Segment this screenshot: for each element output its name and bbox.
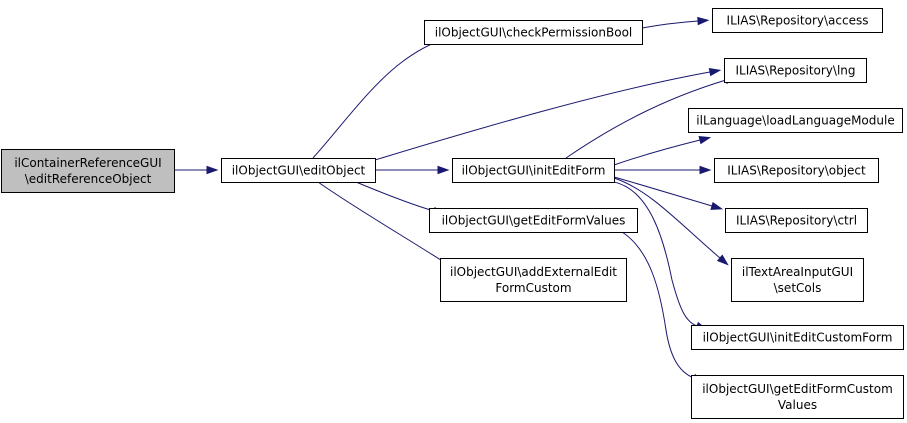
edge-line bbox=[312, 39, 443, 159]
node-getEditFormValues[interactable]: ilObjectGUI\getEditFormValues bbox=[429, 208, 638, 233]
edge-line bbox=[613, 177, 721, 259]
edge-line bbox=[613, 139, 701, 166]
node-label: ilTextAreaInputGUI bbox=[742, 265, 853, 279]
node-box bbox=[712, 8, 883, 33]
edge-editObject-to-initEditForm bbox=[375, 165, 450, 175]
node-access[interactable]: ILIAS\Repository\access bbox=[712, 8, 883, 33]
node-box bbox=[731, 258, 864, 302]
node-label: ilObjectGUI\editObject bbox=[232, 164, 366, 178]
node-object[interactable]: ILIAS\Repository\object bbox=[714, 158, 879, 183]
edge-getEditFormValues-to-getEditFormCustomValues bbox=[621, 231, 705, 383]
arrowhead bbox=[710, 201, 724, 210]
edge-checkPermissionBool-to-access bbox=[641, 16, 710, 29]
node-box bbox=[724, 58, 867, 83]
node-box bbox=[440, 258, 627, 302]
arrowhead bbox=[699, 165, 712, 175]
edge-line bbox=[621, 231, 695, 379]
edge-editObject-to-lng bbox=[374, 67, 722, 161]
node-box bbox=[725, 208, 868, 233]
node-box bbox=[691, 375, 904, 419]
edge-line bbox=[374, 71, 711, 161]
edge-initEditForm-to-setCols bbox=[613, 177, 729, 266]
node-ctrl[interactable]: ILIAS\Repository\ctrl bbox=[725, 208, 868, 233]
node-label: ILIAS\Repository\access bbox=[727, 14, 869, 28]
node-box bbox=[452, 158, 615, 183]
node-editObject[interactable]: ilObjectGUI\editObject bbox=[221, 158, 376, 183]
edge-editObject-to-checkPermissionBool bbox=[312, 36, 453, 159]
node-box bbox=[691, 325, 904, 350]
node-label: ilObjectGUI\checkPermissionBool bbox=[435, 26, 633, 40]
node-box bbox=[688, 108, 903, 133]
edge-editReferenceObject-to-editObject bbox=[174, 165, 219, 175]
node-label: \editReferenceObject bbox=[25, 172, 152, 186]
node-editReferenceObject[interactable]: ilContainerReferenceGUI \editReferenceObj… bbox=[1, 149, 175, 193]
arrowhead bbox=[437, 165, 450, 175]
node-label: ILIAS\Repository\lng bbox=[735, 64, 855, 78]
node-label: ilObjectGUI\getEditFormValues bbox=[442, 214, 626, 228]
node-label: \setCols bbox=[774, 281, 822, 295]
edge-line bbox=[565, 79, 727, 159]
node-box bbox=[424, 20, 643, 45]
node-label: ilObjectGUI\initEditCustomForm bbox=[703, 331, 893, 345]
node-label: ilObjectGUI\initEditForm bbox=[462, 164, 606, 178]
arrowhead bbox=[206, 165, 219, 175]
node-label: Values bbox=[778, 398, 817, 412]
edge-initEditForm-to-loadLanguageModule bbox=[613, 136, 712, 166]
node-box bbox=[429, 208, 638, 233]
node-box bbox=[1, 149, 175, 193]
edge-initEditForm-to-ctrl bbox=[613, 176, 724, 210]
node-lng[interactable]: ILIAS\Repository\lng bbox=[724, 58, 867, 83]
arrowhead bbox=[697, 16, 710, 26]
nodes-layer: ilContainerReferenceGUI \editReferenceObj… bbox=[1, 8, 904, 419]
edge-line bbox=[317, 181, 445, 263]
edge-line bbox=[355, 181, 435, 212]
node-label: ILIAS\Repository\ctrl bbox=[736, 214, 857, 228]
node-label: ilObjectGUI\getEditFormCustom bbox=[702, 382, 893, 396]
node-initEditForm[interactable]: ilObjectGUI\initEditForm bbox=[452, 158, 615, 183]
arrowhead bbox=[716, 254, 729, 266]
edge-initEditForm-to-object bbox=[614, 165, 712, 175]
node-loadLanguageModule[interactable]: ilLanguage\loadLanguageModule bbox=[688, 108, 903, 133]
edge-line bbox=[613, 181, 698, 327]
node-label: ilLanguage\loadLanguageModule bbox=[696, 114, 894, 128]
edges-layer bbox=[174, 16, 738, 383]
node-label: FormCustom bbox=[495, 281, 571, 295]
node-setCols[interactable]: ilTextAreaInputGUI \setCols bbox=[731, 258, 864, 302]
node-initEditCustomForm[interactable]: ilObjectGUI\initEditCustomForm bbox=[691, 325, 904, 350]
edge-line bbox=[641, 20, 699, 29]
node-box bbox=[714, 158, 879, 183]
node-box bbox=[221, 158, 376, 183]
arrowhead bbox=[698, 136, 712, 145]
node-label: ilObjectGUI\addExternalEdit bbox=[450, 265, 617, 279]
node-label: ilContainerReferenceGUI bbox=[14, 156, 161, 170]
node-label: ILIAS\Repository\object bbox=[727, 164, 866, 178]
edge-initEditForm-to-initEditCustomForm bbox=[613, 181, 708, 330]
node-checkPermissionBool[interactable]: ilObjectGUI\checkPermissionBool bbox=[424, 20, 643, 45]
edge-line bbox=[613, 176, 713, 207]
arrowhead bbox=[708, 67, 722, 77]
